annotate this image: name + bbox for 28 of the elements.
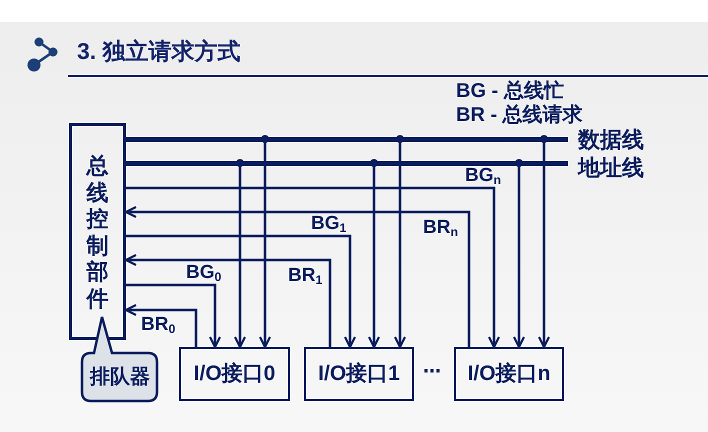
control-unit-box: 总线控制部件 <box>69 123 126 340</box>
bus-label: 数据线 <box>578 127 644 153</box>
abbreviation-note: BR - 总线请求 <box>456 103 583 127</box>
edge-label: BR$_{n}$ <box>423 218 458 238</box>
arrow <box>126 284 222 348</box>
edge-label: BG$_{1}$ <box>311 214 346 234</box>
arrow <box>234 166 246 348</box>
arrow <box>124 304 198 347</box>
interface-box: I/O接口0 <box>179 347 290 401</box>
arrow <box>124 254 332 347</box>
bus-label: 地址线 <box>578 155 644 181</box>
arrow <box>512 166 526 348</box>
arrow <box>368 166 380 348</box>
edge-label: BR$_{1}$ <box>288 266 322 286</box>
slide-title: 3. 独立请求方式 <box>77 37 241 66</box>
edge-label: BR$_{0}$ <box>141 315 176 335</box>
abbreviation-note: BG - 总线忙 <box>456 79 564 103</box>
arrow <box>258 142 272 348</box>
arrow <box>538 142 550 348</box>
arrow <box>126 186 500 348</box>
arrow <box>124 206 470 347</box>
interface-box: I/O接口1 <box>304 347 414 401</box>
edge-label: BG$_{0}$ <box>186 263 222 283</box>
arrow <box>394 142 406 348</box>
interface-box: I/O接口n <box>454 347 564 401</box>
ellipsis: ⋯ <box>423 360 441 384</box>
arrow <box>126 234 356 348</box>
edge-label: BG$_{n}$ <box>465 166 502 186</box>
